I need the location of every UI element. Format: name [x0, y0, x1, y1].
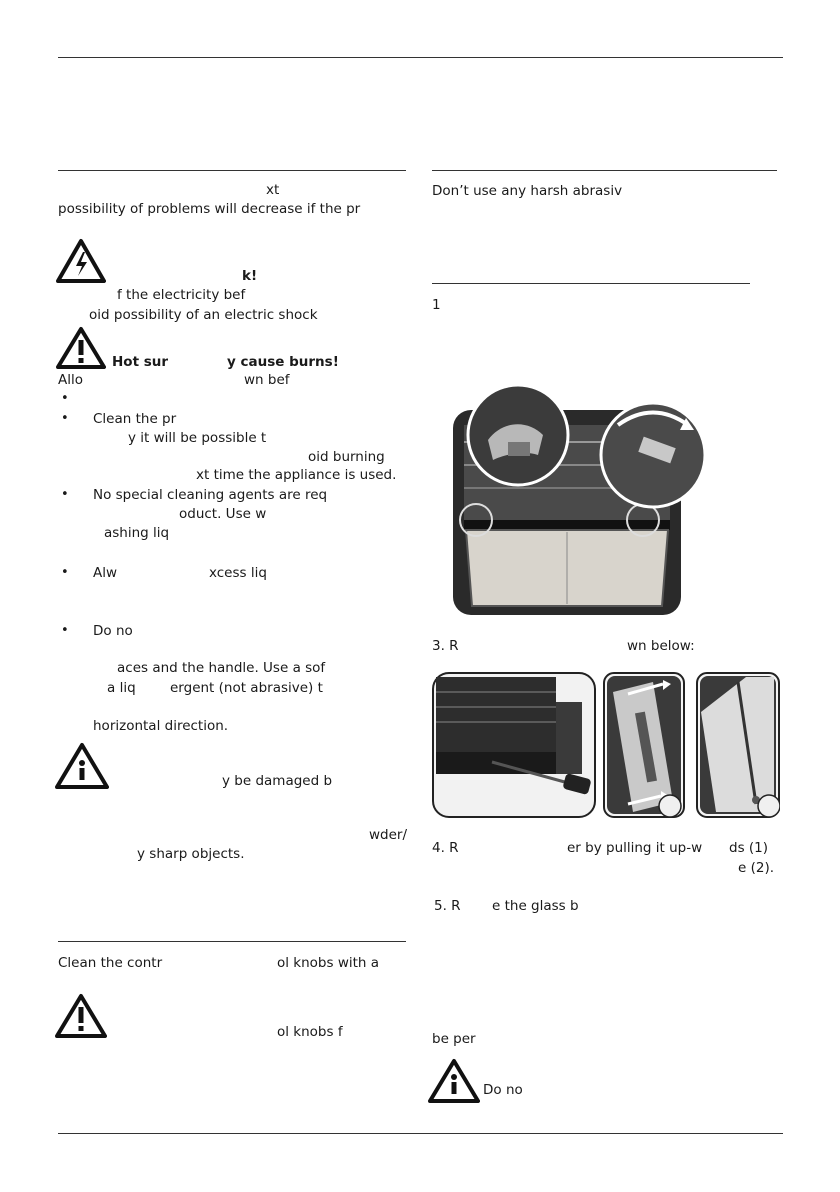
step-4-line-2: e (2).: [738, 860, 775, 876]
bullet-4: •: [61, 565, 69, 580]
step-1-label: 1: [432, 297, 441, 313]
info-warning-icon: [55, 743, 109, 789]
electric-line-2: oid possibility of an electric shock: [89, 307, 318, 323]
bullet-2: •: [61, 411, 69, 426]
hot-surface-warning-icon: [56, 327, 106, 369]
bullet-5-line-4: horizontal direction.: [93, 718, 229, 734]
bullet-5-line-2: aces and the handle. Use a sof: [117, 660, 326, 676]
knobs-line-a: Clean the contr: [58, 955, 163, 971]
bullet-2-line-1: Clean the pr: [93, 411, 177, 427]
right-section-rule-2: [432, 283, 750, 284]
footer-rule: [58, 1133, 783, 1134]
info-line-2: wder/: [369, 827, 408, 843]
left-section-rule-2: [58, 941, 406, 942]
hot-warning-title-b: y cause burns!: [227, 354, 339, 370]
intro-fragment: xt: [266, 182, 280, 198]
oven-door-hinge-photo: [453, 383, 707, 615]
hot-warning-title-a: Hot sur: [112, 354, 169, 370]
step-3b: wn below:: [627, 638, 695, 654]
step-4-line-1b: er by pulling it up-w: [567, 840, 703, 856]
bullet-5-line-3b: ergent (not abrasive) t: [170, 680, 323, 696]
door-lift-photo: [603, 672, 685, 818]
step-5a: 5. R: [434, 898, 461, 914]
step-4-line-1a: 4. R: [432, 840, 459, 856]
bullet-2-line-3: oid burning: [308, 449, 385, 465]
knobs-line-b: ol knobs with a: [277, 955, 380, 971]
knobs-warning-text: ol knobs f: [277, 1024, 343, 1040]
door-removal-screwdriver-photo: [432, 672, 596, 818]
do-not-text: Do no: [483, 1082, 523, 1098]
bullet-2-line-2: y it will be possible t: [128, 430, 267, 446]
electric-shock-warning-icon: [56, 239, 106, 283]
intro-line: possibility of problems will decrease if…: [58, 201, 361, 217]
step-5b: e the glass b: [492, 898, 579, 914]
allow-line-b: wn bef: [244, 372, 290, 388]
bullet-3: •: [61, 487, 69, 502]
info-line-3: y sharp objects.: [137, 846, 245, 862]
knobs-warning-icon: [55, 994, 107, 1038]
step-4-line-1c: ds (1): [729, 840, 769, 856]
left-section-rule-1: [58, 170, 406, 171]
bullet-5-line-3a: a liq: [107, 680, 136, 696]
right-section-rule-1: [432, 170, 777, 171]
allow-line-a: Allo: [58, 372, 83, 388]
bullet-5-line-1: Do no: [93, 623, 133, 639]
bullet-4-line-1b: xcess liq: [209, 565, 267, 581]
bullet-5: •: [61, 623, 69, 638]
header-rule: [58, 57, 783, 58]
be-per-text: be per: [432, 1031, 476, 1047]
bullet-2-line-4: xt time the appliance is used.: [196, 467, 397, 483]
abrasive-line: Don’t use any harsh abrasiv: [432, 183, 623, 199]
bullet-3-line-1: No special cleaning agents are req: [93, 487, 328, 503]
bullet-3-line-2: oduct. Use w: [179, 506, 267, 522]
do-not-info-icon: [428, 1059, 480, 1103]
step-3a: 3. R: [432, 638, 459, 654]
door-remove-photo: [696, 672, 780, 818]
electric-warning-title: k!: [242, 268, 258, 284]
electric-line-1: f the electricity bef: [117, 287, 246, 303]
bullet-4-line-1a: Alw: [93, 565, 118, 581]
info-line-1: y be damaged b: [222, 773, 333, 789]
bullet-1: •: [61, 391, 69, 406]
bullet-3-line-3: ashing liq: [104, 525, 170, 541]
